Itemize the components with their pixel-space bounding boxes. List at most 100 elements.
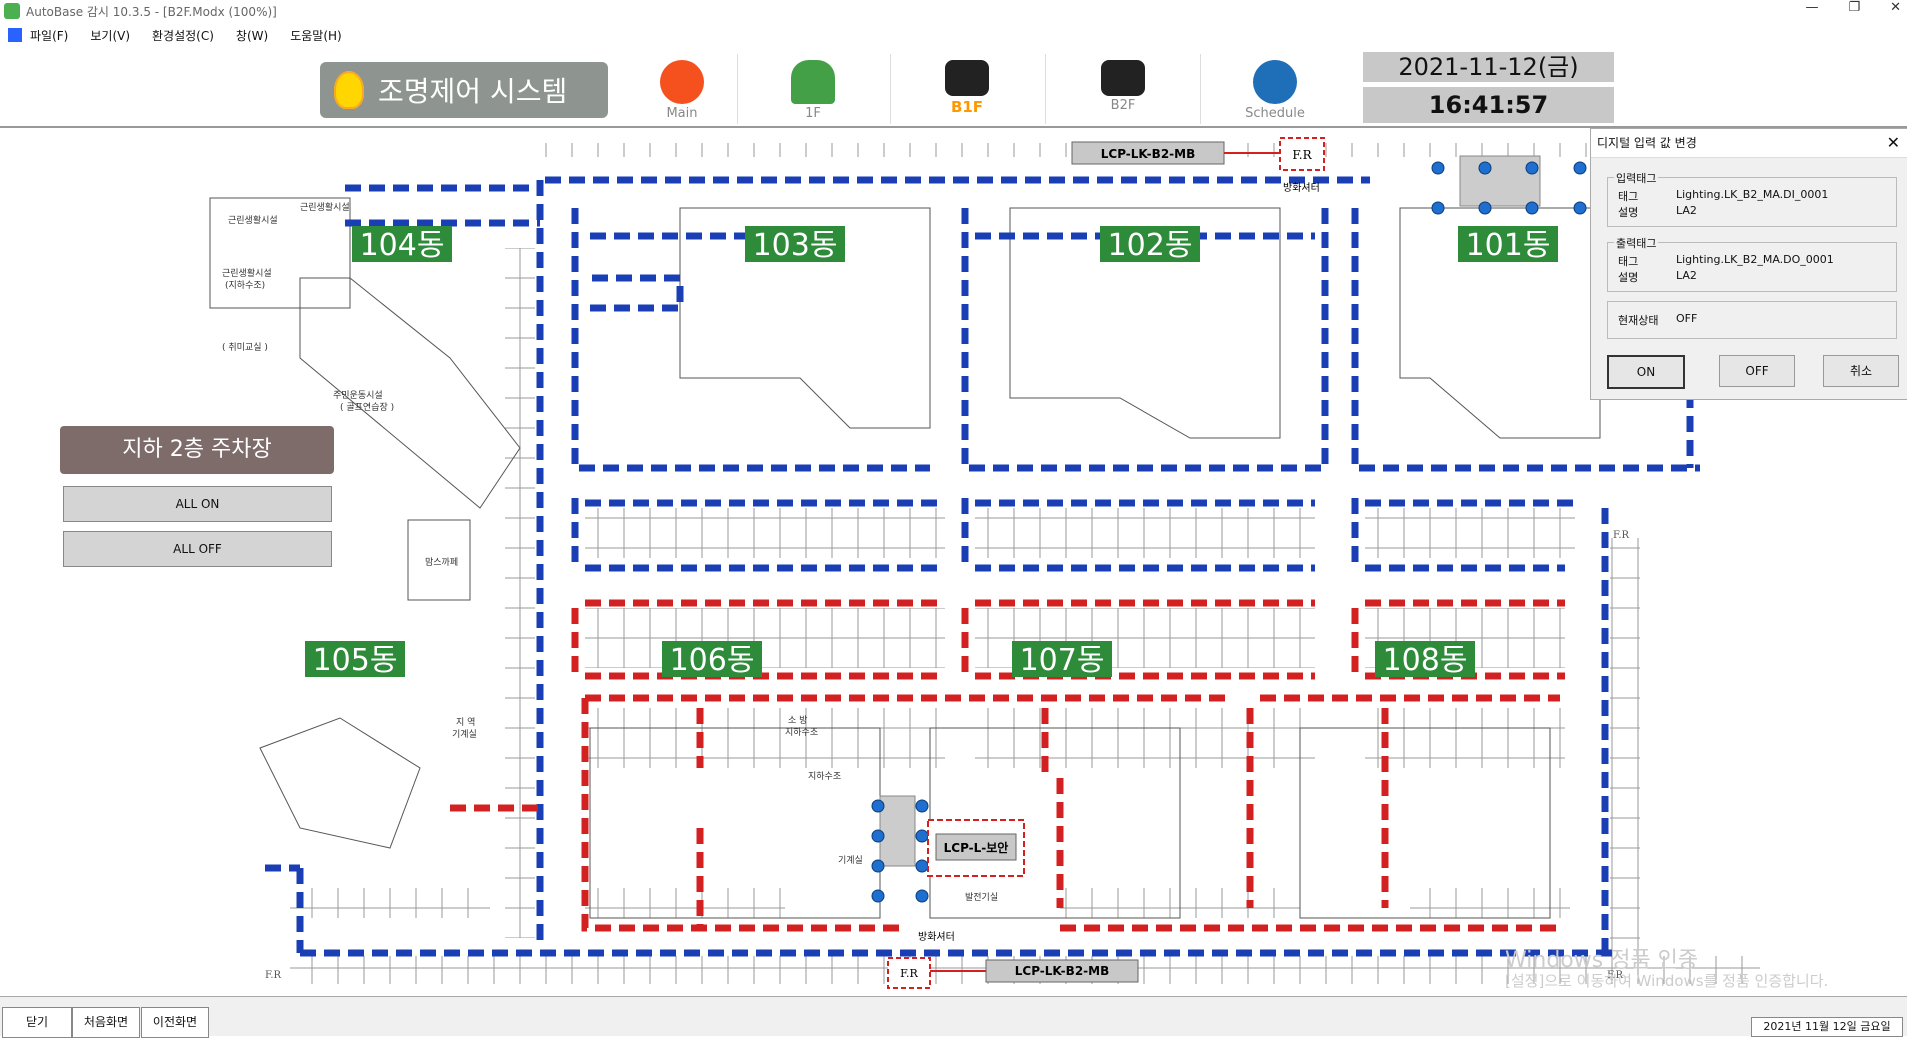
blue-light-circuits — [265, 176, 1700, 957]
nav-schedule[interactable]: Schedule — [1200, 56, 1350, 126]
fire-tank-label: 소 방 — [788, 715, 807, 726]
security-panel-label: LCP-L-보안 — [944, 840, 1009, 855]
dialog-title: 디지털 입력 값 변경 — [1591, 129, 1907, 158]
system-title: 조명제어 시스템 — [378, 75, 568, 108]
minimize-icon[interactable]: — — [1805, 0, 1819, 15]
current-time: 16:41:57 — [1363, 87, 1614, 123]
restore-icon[interactable]: ❐ — [1848, 0, 1861, 15]
footer-date: 2021년 11월 12일 금요일 — [1751, 1017, 1903, 1037]
digital-input-dialog: 디지털 입력 값 변경 ✕ 입력태그 태그 Lighting.LK_B2_MA.… — [1590, 128, 1907, 400]
all-off-button[interactable]: ALL OFF — [63, 531, 332, 567]
window-controls: — ❐ ✕ — [1805, 0, 1901, 15]
cafe-label: 맘스까페 — [425, 557, 458, 568]
area-machine-label: 기계실 — [452, 728, 477, 740]
status-label: 현재상태 — [1618, 314, 1659, 327]
nav-main-label: Main — [666, 106, 698, 121]
underground-tank-label: 지하수조 — [808, 771, 841, 782]
status-group: 현재상태 OFF — [1607, 301, 1897, 339]
building-103: 103동 — [753, 228, 838, 263]
right-stall-column — [1610, 538, 1640, 958]
fr-label-top: F.R — [1292, 148, 1312, 162]
lightbulb-icon — [334, 71, 364, 109]
building-105: 105동 — [313, 643, 398, 678]
menu-file[interactable]: 파일(F) — [30, 28, 69, 43]
parking-map-drawing: LCP-LK-B2-MB F.R LCP-LK-B2-MB F.R LCP-L-… — [209, 137, 1760, 989]
machine-room-label: 기계실 — [838, 854, 863, 866]
nav-main[interactable]: Main — [607, 56, 757, 126]
nav-1f-label: 1F — [805, 106, 821, 121]
building-106: 106동 — [670, 643, 755, 678]
building-107: 107동 — [1020, 643, 1105, 678]
output-desc-label: 설명 — [1618, 271, 1639, 284]
document-icon — [8, 28, 22, 42]
facility-label: 근린생활시설 — [228, 214, 278, 226]
nav-b1f[interactable]: B1F — [892, 56, 1042, 126]
dialog-close-icon[interactable]: ✕ — [1886, 133, 1900, 152]
shutter-label: 방화셔터 — [1283, 182, 1320, 194]
window-titlebar: AutoBase 감시 10.3.5 - [B2F.Modx (100%)] —… — [0, 0, 1907, 22]
panel-label-bottom: LCP-LK-B2-MB — [1015, 964, 1109, 978]
fr-box-bottom[interactable] — [887, 957, 931, 989]
building-labels: 104동 103동 102동 101동 105동 106동 107동 108동 — [305, 226, 1558, 678]
output-tag-value: Lighting.LK_B2_MA.DO_0001 — [1676, 253, 1834, 266]
home-screen-button[interactable]: 처음화면 — [72, 1007, 140, 1038]
nav-divider — [1200, 54, 1201, 124]
fr-label: F.R — [1613, 530, 1630, 541]
golf-range-label: ( 골프연습장 ) — [340, 402, 394, 413]
clipboard-icon — [1253, 60, 1297, 104]
nav-1f[interactable]: 1F — [738, 56, 888, 126]
app-icon — [4, 3, 20, 19]
header: 조명제어 시스템 Main 1F B1F B2F Schedule 2021-1… — [0, 48, 1907, 128]
system-title-button[interactable]: 조명제어 시스템 — [320, 62, 608, 118]
panel-label-top: LCP-LK-B2-MB — [1101, 147, 1195, 161]
nav-divider — [890, 54, 891, 124]
facility-label: 근린생활시설 — [222, 267, 272, 279]
close-button[interactable]: 닫기 — [2, 1007, 72, 1038]
input-tag-label: 태그 — [1618, 190, 1639, 203]
current-date: 2021-11-12(금) — [1363, 52, 1614, 82]
menu-view[interactable]: 보기(V) — [90, 28, 131, 43]
all-on-button[interactable]: ALL ON — [63, 486, 332, 522]
close-icon[interactable]: ✕ — [1890, 0, 1901, 15]
nav-divider — [1045, 54, 1046, 124]
building-108: 108동 — [1383, 643, 1468, 678]
fr-label-bottom: F.R — [900, 967, 918, 980]
red-light-circuits — [450, 599, 1565, 932]
activation-watermark: Windows 정품 인증 — [1505, 948, 1699, 973]
off-button[interactable]: OFF — [1719, 355, 1795, 387]
menu-window[interactable]: 창(W) — [235, 28, 269, 43]
output-desc-value: LA2 — [1676, 269, 1697, 282]
cancel-button[interactable]: 취소 — [1823, 355, 1899, 387]
window-title: AutoBase 감시 10.3.5 - [B2F.Modx (100%)] — [26, 4, 277, 19]
security-panel-box[interactable] — [935, 833, 1017, 861]
output-group-label: 출력태그 — [1614, 235, 1659, 251]
sensor-dots — [871, 161, 1587, 903]
sports-facility-label: 주민운동시설 — [333, 390, 383, 401]
bulb-icon — [660, 60, 704, 104]
input-tag-value: Lighting.LK_B2_MA.DI_0001 — [1676, 188, 1829, 201]
fr-box-top[interactable] — [1279, 137, 1325, 171]
input-tag-group: 입력태그 태그 Lighting.LK_B2_MA.DI_0001 설명 LA2 — [1607, 170, 1897, 227]
fr-label: F.R — [265, 970, 282, 981]
nav-b1f-label: B1F — [950, 98, 984, 116]
nav-b2f[interactable]: B2F — [1048, 56, 1198, 126]
nav-divider — [737, 54, 738, 124]
status-value: OFF — [1676, 312, 1698, 325]
menu-settings[interactable]: 환경설정(C) — [152, 28, 214, 43]
tree-icon — [791, 60, 835, 104]
fr-label: F.R — [1607, 970, 1624, 981]
generator-room-label: 발전기실 — [965, 892, 998, 903]
building-104: 104동 — [360, 228, 445, 263]
facility-label: 근린생활시설 — [300, 201, 350, 213]
footer-bar: 닫기 처음화면 이전화면 2021년 11월 12일 금요일 — [0, 996, 1907, 1038]
input-group-label: 입력태그 — [1614, 170, 1659, 186]
input-desc-value: LA2 — [1676, 204, 1697, 217]
on-button[interactable]: ON — [1607, 355, 1685, 389]
left-stall-column — [505, 248, 535, 938]
previous-screen-button[interactable]: 이전화면 — [141, 1007, 209, 1038]
menu-help[interactable]: 도움말(H) — [290, 28, 342, 43]
nav-schedule-label: Schedule — [1245, 106, 1305, 121]
hobby-room-label: ( 취미교실 ) — [222, 342, 268, 353]
fire-tank-label: 지하수조 — [785, 727, 818, 738]
output-tag-group: 출력태그 태그 Lighting.LK_B2_MA.DO_0001 설명 LA2 — [1607, 235, 1897, 292]
